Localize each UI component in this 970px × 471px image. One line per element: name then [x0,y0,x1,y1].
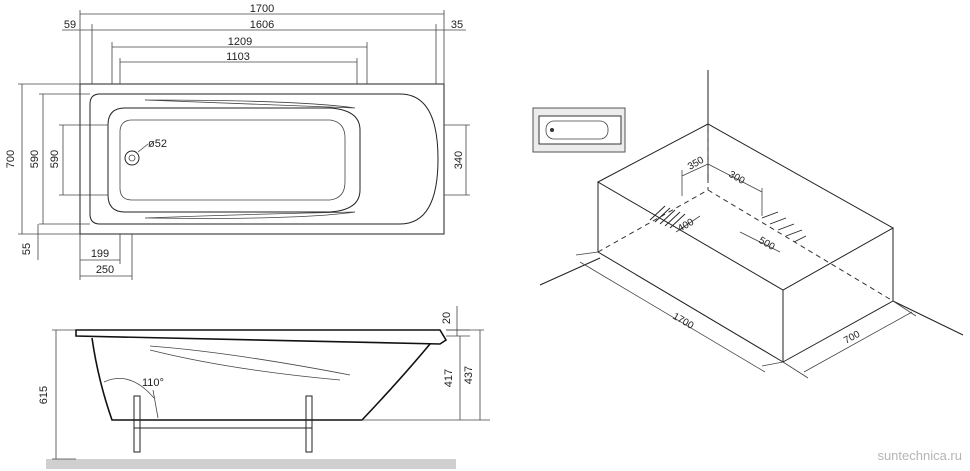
top-view: ø52 1700 59 1606 35 1209 1103 700 590 [5,3,470,280]
iso-view: 350 300 400 500 1700 700 [532,70,964,379]
dim-700-left: 700 [5,150,17,168]
dim-1103: 1103 [226,51,250,63]
watermark: suntechnica.ru [877,448,962,463]
axis-left [539,257,601,286]
drain-inner [128,154,136,162]
leg-right [305,395,313,453]
dim-iso-350: 350 [686,155,706,173]
dim-iso-700: 700 [842,329,862,347]
dim-iso-300: 300 [727,169,747,187]
drain-label: ø52 [148,138,167,150]
dim-35: 35 [451,19,463,31]
dim-250: 250 [96,264,114,276]
armrest-top-2 [144,211,356,219]
dim-615: 615 [38,386,50,404]
tub-bottom-top [119,119,346,201]
axis-right [892,300,964,336]
dim-437: 437 [463,366,475,384]
dim-590-a: 590 [29,150,41,168]
box-top [596,123,895,291]
tub-rim-side [75,329,448,345]
dim-55: 55 [21,243,33,255]
armrest-top-1 [144,99,356,109]
tub-outline-top [79,83,445,235]
dim-1606: 1606 [250,19,274,31]
dim-199: 199 [91,248,109,260]
dim-iso-500: 500 [757,235,777,253]
dim-417: 417 [443,369,455,387]
armrest-side-2 [149,349,341,381]
tub-rim-top [89,93,439,225]
leg-left [133,395,141,453]
floor [46,459,456,469]
dim-1209: 1209 [228,36,252,48]
dim-20: 20 [441,312,453,324]
dim-59: 59 [64,19,76,31]
dim-1700-top: 1700 [250,3,274,15]
angle-arc [103,378,155,399]
tub-bowl-top [107,107,361,213]
angle-label: 110° [142,377,164,389]
armrest-side [149,345,351,376]
dim-340: 340 [453,151,465,169]
side-view: 110° 615 20 417 437 [38,306,490,469]
drain-circle [124,150,140,166]
dim-590-b: 590 [49,150,61,168]
